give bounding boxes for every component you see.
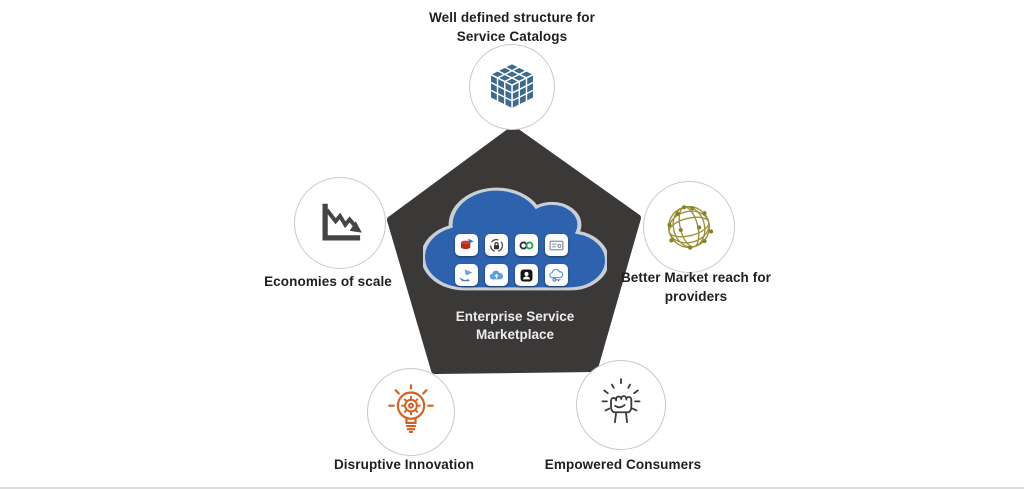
label-empowered-consumers: Empowered Consumers bbox=[544, 457, 702, 472]
node-empowered-consumers bbox=[576, 360, 666, 450]
center-title-line2: Marketplace bbox=[475, 327, 555, 342]
fist-icon bbox=[601, 378, 641, 424]
node-better-market-reach bbox=[643, 181, 735, 273]
label-economies-of-scale: Economies of scale bbox=[264, 274, 392, 289]
user-badge-icon bbox=[515, 264, 538, 286]
cloud-upload-icon bbox=[485, 264, 508, 286]
globe-network-icon bbox=[667, 205, 714, 250]
label-disruptive-innovation: Disruptive Innovation bbox=[333, 457, 475, 472]
devops-infinity-icon bbox=[515, 234, 538, 256]
center-title-line1: Enterprise Service bbox=[455, 309, 575, 324]
label-better-market-reach: Better Market reach for providers bbox=[620, 270, 772, 304]
node-service-catalogs bbox=[469, 44, 555, 130]
cloud-app-tiles bbox=[455, 234, 577, 286]
cube-grid-icon bbox=[489, 62, 535, 110]
bottom-border bbox=[0, 487, 1024, 489]
service-delivery-icon bbox=[455, 264, 478, 286]
bulb-gear-icon bbox=[388, 384, 434, 434]
node-disruptive-innovation bbox=[367, 368, 455, 456]
database-icon bbox=[455, 234, 478, 256]
center-title: Enterprise Service Marketplace bbox=[405, 308, 625, 344]
cloud-key-icon bbox=[545, 264, 568, 286]
declining-chart-icon bbox=[322, 203, 362, 241]
license-card-icon bbox=[545, 234, 568, 256]
node-economies-of-scale bbox=[294, 177, 386, 269]
label-service-catalogs: Well defined structure for Service Catal… bbox=[429, 10, 595, 44]
secure-sync-icon bbox=[485, 234, 508, 256]
